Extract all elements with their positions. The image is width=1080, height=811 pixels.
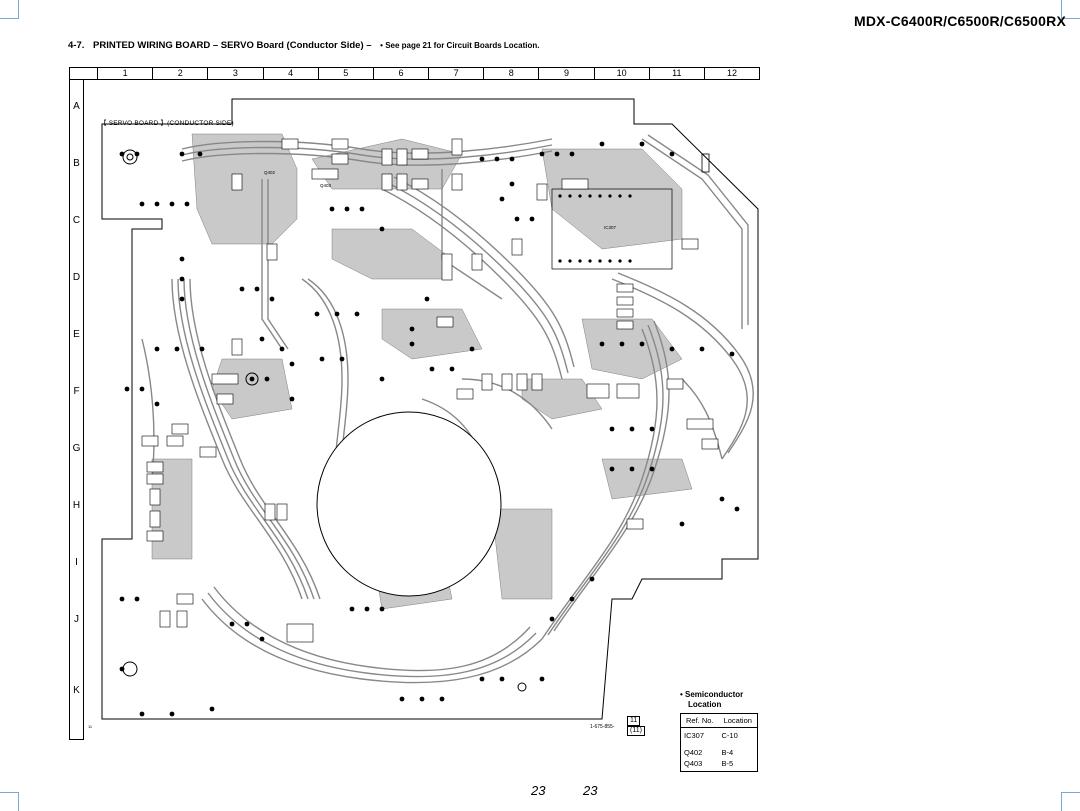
row-label: D xyxy=(72,272,81,283)
section-number: 4-7. xyxy=(68,40,85,51)
traces xyxy=(141,134,754,684)
pads xyxy=(119,141,740,717)
location-cell: B-5 xyxy=(721,759,734,768)
page-number-left: 23 xyxy=(531,783,546,798)
board-outline xyxy=(101,98,759,720)
ref-cell: Q402 xyxy=(684,748,703,757)
components xyxy=(141,138,719,643)
column-label: 4 xyxy=(262,68,318,79)
column-label: 11 xyxy=(648,68,704,79)
row-label: G xyxy=(72,443,81,454)
row-label: C xyxy=(72,215,81,226)
semiconductor-subtitle: Location xyxy=(688,700,722,709)
row-label: A xyxy=(73,101,80,112)
row-label: B xyxy=(73,158,80,169)
corner-code: 11 xyxy=(88,724,93,729)
board-mark-bottom: (11) xyxy=(627,726,645,736)
table-row: Q402 B-4 xyxy=(681,747,758,758)
section-title: PRINTED WIRING BOARD – SERVO Board (Cond… xyxy=(93,40,372,51)
row-label: J xyxy=(74,614,79,625)
column-ruler: 1 2 3 4 5 6 7 8 9 10 11 12 xyxy=(69,67,760,80)
column-label: 5 xyxy=(317,68,373,79)
row-label: I xyxy=(75,557,78,568)
column-label: 1 xyxy=(97,68,152,79)
pcb-drawing: IC307 Q402 Q403 xyxy=(101,98,759,720)
ic307-pins xyxy=(558,194,632,263)
table-row: IC307 C-10 xyxy=(681,728,758,742)
column-stub xyxy=(70,68,97,79)
board-label: 【 SERVO BOARD 】(CONDUCTOR SIDE) xyxy=(100,120,234,127)
location-cell: C-10 xyxy=(721,731,738,740)
row-label: E xyxy=(73,329,80,340)
ref-cell: Q403 xyxy=(684,759,703,768)
label-ic307: IC307 xyxy=(604,225,617,230)
board-mark-top: 11 xyxy=(627,716,641,726)
mounting-holes xyxy=(122,149,527,692)
crop-mark-top-left xyxy=(0,0,19,19)
semiconductor-heading: • Semiconductor Location xyxy=(680,690,743,710)
ref-cell: IC307 xyxy=(684,731,705,740)
slot xyxy=(701,153,710,173)
location-cell: B-4 xyxy=(721,748,734,757)
column-label: 9 xyxy=(538,68,593,79)
row-ruler: A B C D E F G H I J K xyxy=(69,79,84,740)
crop-mark-bottom-right xyxy=(1061,792,1080,811)
semiconductor-location-table: Ref. No. Location IC307 C-10 Q402 B-4 Q4… xyxy=(680,713,758,772)
row-label: F xyxy=(73,386,80,397)
column-label: 3 xyxy=(207,68,262,79)
column-label: 12 xyxy=(703,68,759,79)
ic307-outline xyxy=(551,188,673,270)
row-label: H xyxy=(72,500,81,511)
column-label: 7 xyxy=(428,68,483,79)
section-heading: 4-7. PRINTED WIRING BOARD – SERVO Board … xyxy=(68,40,539,51)
row-label: K xyxy=(73,685,80,696)
column-label: 2 xyxy=(152,68,207,79)
model-title: MDX-C6400R/C6500R/C6500RX xyxy=(854,13,1066,29)
board-part-number: 1-675-855- xyxy=(590,724,615,730)
crop-mark-bottom-left xyxy=(0,792,19,811)
column-label: 6 xyxy=(372,68,428,79)
page-number-right: 23 xyxy=(583,783,598,798)
label-q403: Q403 xyxy=(320,183,332,188)
spindle-cutout xyxy=(316,411,502,597)
table-header-ref: Ref. No. xyxy=(680,713,719,728)
section-note: • See page 21 for Circuit Boards Locatio… xyxy=(380,41,540,50)
label-q402: Q402 xyxy=(264,170,276,175)
column-label: 10 xyxy=(593,68,649,79)
crop-mark-top-right xyxy=(1061,0,1080,19)
column-label: 8 xyxy=(483,68,538,79)
table-header-location: Location xyxy=(718,713,758,728)
table-row: Q403 B-5 xyxy=(681,758,758,772)
semiconductor-title: • Semiconductor xyxy=(680,690,744,699)
